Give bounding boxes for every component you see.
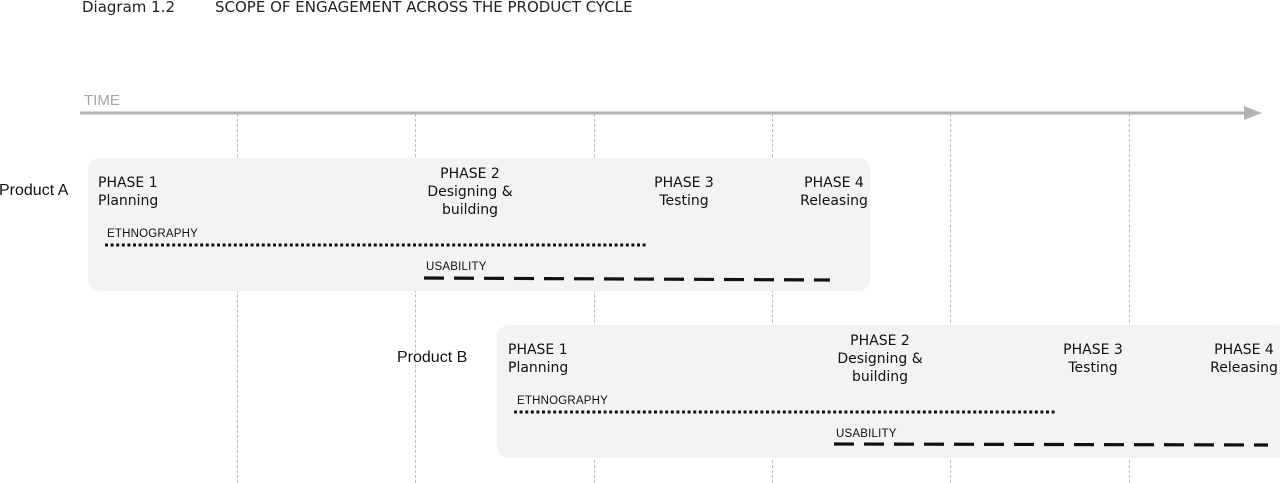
- phase-name: Testing: [1068, 360, 1118, 376]
- product-a-phase-2: PHASE 2 Designing & building: [427, 165, 512, 219]
- time-gridline: [594, 114, 595, 483]
- product-b-label: Product B: [397, 349, 468, 366]
- phase-number: PHASE 3: [654, 175, 714, 191]
- product-b-phase-4: PHASE 4 Releasing: [1210, 341, 1278, 377]
- time-axis-label: TIME: [84, 92, 120, 109]
- time-gridline: [415, 114, 416, 483]
- diagram-title: SCOPE OF ENGAGEMENT ACROSS THE PRODUCT C…: [215, 0, 633, 16]
- phase-name: Planning: [508, 360, 569, 376]
- phase-name: Planning: [98, 193, 159, 209]
- product-b-usability-line: [833, 442, 1269, 447]
- diagram-number: Diagram 1.2: [82, 0, 176, 16]
- product-b-usability-label: USABILITY: [836, 428, 897, 440]
- product-a-usability-line: [423, 276, 831, 282]
- phase-name: building: [441, 202, 499, 218]
- phase-number: PHASE 1: [508, 342, 568, 358]
- time-gridline: [950, 114, 951, 483]
- phase-name: Releasing: [1210, 360, 1278, 376]
- time-axis-arrow: [80, 106, 1262, 120]
- product-a-phase-4: PHASE 4 Releasing: [800, 174, 868, 210]
- phase-number: PHASE 4: [804, 175, 864, 191]
- time-gridline: [772, 114, 773, 483]
- time-gridline: [1129, 114, 1130, 483]
- phase-name: Releasing: [800, 193, 868, 209]
- phase-number: PHASE 3: [1063, 342, 1123, 358]
- phase-number: PHASE 1: [98, 175, 158, 191]
- product-a-usability-label: USABILITY: [426, 261, 487, 273]
- phase-number: PHASE 2: [440, 166, 500, 182]
- product-b-panel: [497, 325, 1280, 458]
- product-a-panel: [88, 158, 870, 291]
- phase-name: Designing &: [837, 351, 923, 367]
- phase-number: PHASE 2: [850, 333, 910, 349]
- product-b-phase-2: PHASE 2 Designing & building: [837, 332, 922, 386]
- phase-number: PHASE 4: [1214, 342, 1274, 358]
- product-a-label: Product A: [0, 182, 69, 199]
- product-b-phase-3: PHASE 3 Testing: [1063, 341, 1123, 377]
- time-gridline: [237, 114, 238, 483]
- phase-name: Testing: [659, 193, 709, 209]
- product-a-phase-3: PHASE 3 Testing: [654, 174, 714, 210]
- product-a-phase-1: PHASE 1 Planning: [98, 174, 158, 210]
- phase-name: Designing &: [427, 184, 513, 200]
- phase-name: building: [851, 369, 909, 385]
- product-b-phase-1: PHASE 1 Planning: [508, 341, 568, 377]
- product-a-ethnography-label: ETHNOGRAPHY: [107, 228, 199, 240]
- product-b-ethnography-label: ETHNOGRAPHY: [517, 395, 609, 407]
